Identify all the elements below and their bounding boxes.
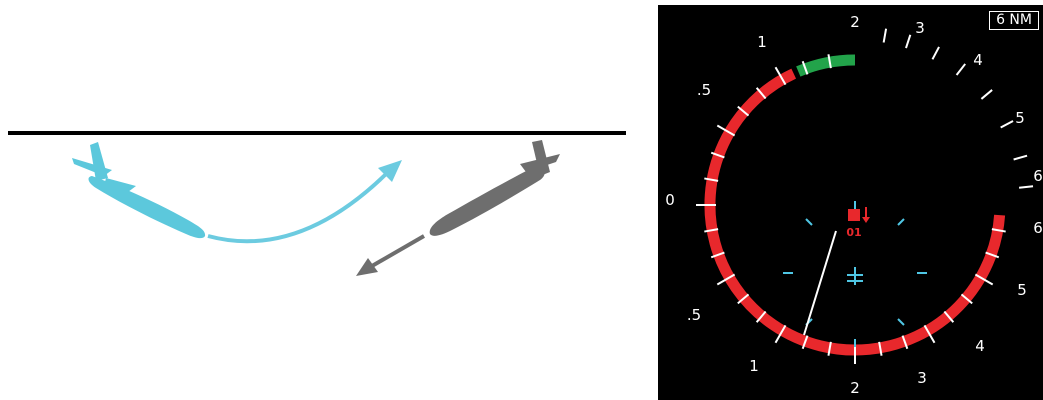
scale-tick <box>1018 185 1034 189</box>
scale-tick <box>737 105 750 117</box>
scale-label: 1 <box>749 357 759 375</box>
scale-tick <box>704 228 719 233</box>
scale-tick <box>827 341 832 356</box>
range-ring-dash <box>897 218 905 226</box>
vertical-speed-needle <box>803 230 837 336</box>
ownship-climb-arrow <box>207 172 388 244</box>
scale-tick <box>991 228 1006 233</box>
scale-tick <box>716 124 736 137</box>
scale-tick <box>901 335 909 350</box>
green-advisory-arc <box>796 54 856 77</box>
scale-label: 3 <box>917 369 927 387</box>
scale-tick <box>955 63 966 76</box>
intruder-descent-arrow <box>371 234 425 268</box>
scale-label: 5 <box>1017 281 1027 299</box>
scale-label: 4 <box>973 51 983 69</box>
scale-tick <box>737 293 750 305</box>
scale-tick <box>755 87 767 100</box>
traffic-trend-arrow-head <box>862 217 870 223</box>
scale-tick <box>716 273 736 286</box>
scale-tick <box>960 293 973 305</box>
scale-tick <box>980 89 993 100</box>
scale-tick <box>755 310 767 323</box>
scale-tick <box>801 60 809 75</box>
scale-tick <box>931 46 940 60</box>
scale-label: .5 <box>687 306 701 324</box>
scale-tick <box>710 251 725 259</box>
scale-label: 5 <box>1015 109 1025 127</box>
traffic-symbol <box>848 209 860 221</box>
ownship-aircraft <box>72 142 206 239</box>
scale-tick <box>774 324 787 344</box>
range-ring-dash <box>805 218 813 226</box>
scale-tick <box>1013 154 1028 161</box>
maneuver-illustration <box>8 131 626 276</box>
scale-label: 6 <box>1033 167 1043 185</box>
scale-tick <box>710 151 725 159</box>
scale-tick <box>923 324 936 344</box>
scale-label: 2 <box>850 13 860 31</box>
traffic-altitude-label: 01 <box>846 226 861 239</box>
scale-label: 3 <box>915 19 925 37</box>
range-ring-dash <box>897 318 905 326</box>
scale-tick <box>943 310 955 323</box>
scale-tick <box>827 54 832 69</box>
intruder-arrow-head <box>356 258 378 276</box>
scale-label: 1 <box>757 33 767 51</box>
scale-label: 4 <box>975 337 985 355</box>
scale-label: 0 <box>665 191 675 209</box>
scale-label: 6 <box>1033 219 1043 237</box>
scale-tick <box>882 28 888 43</box>
ownship-arrow-head <box>378 160 402 182</box>
scale-label: 2 <box>850 379 860 397</box>
scale-tick <box>985 251 1000 259</box>
scale-label: .5 <box>697 81 711 99</box>
vsi-dial: 2 1 .5 0 .5 1 2 3 4 5 6 6 5 4 3 01 <box>665 13 1043 397</box>
intruder-aircraft <box>429 140 560 236</box>
scale-tick <box>801 335 809 350</box>
scale-tick <box>774 66 787 86</box>
scale-tick <box>704 177 719 182</box>
scale-tick <box>905 34 912 49</box>
scale-tick <box>878 341 883 356</box>
vertical-speed-display: 2 1 .5 0 .5 1 2 3 4 5 6 6 5 4 3 01 6 NM <box>658 5 1043 400</box>
scale-tick <box>1000 120 1014 129</box>
red-advisory-arc <box>704 68 1006 356</box>
range-label: 6 NM <box>989 11 1039 30</box>
scale-tick <box>974 273 994 286</box>
